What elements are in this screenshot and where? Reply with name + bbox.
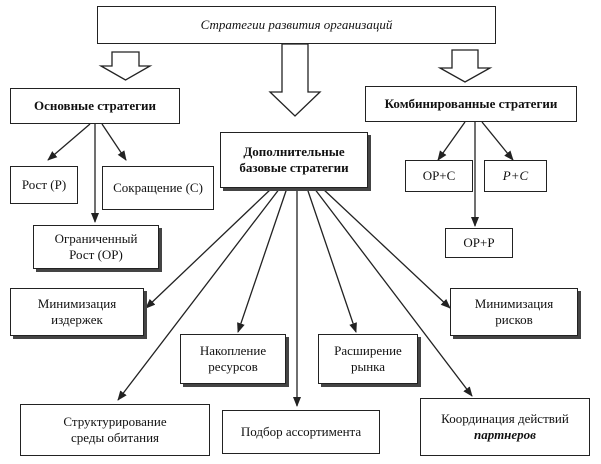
- additional-strategies-box: Дополнительные базовые стратегии: [220, 132, 368, 188]
- arrow-combined-to-opc: [437, 121, 466, 161]
- market-box: Расширение рынка: [318, 334, 418, 384]
- risk-min-box: Минимизация рисков: [450, 288, 578, 336]
- basic-strategies-label: Основные стратегии: [34, 97, 156, 113]
- resources-label-line1: Накопление: [199, 342, 267, 358]
- arrow-to-resources: [237, 187, 288, 333]
- arrow-basic-to-reduction: [101, 123, 127, 161]
- arrow-basic-to-growth: [47, 123, 91, 161]
- cost-min-box: Минимизация издержек: [10, 288, 144, 336]
- op-p-box: ОР+Р: [445, 228, 513, 258]
- structuring-label-line2: среды обитания: [70, 430, 160, 445]
- structuring-label-line1: Структурирование: [63, 413, 167, 429]
- hollow-arrow-to-additional: [268, 43, 322, 117]
- coordination-box: Координация действий партнеров: [420, 398, 590, 456]
- resources-box: Накопление ресурсов: [180, 334, 286, 384]
- combined-strategies-label: Комбинированные стратегии: [384, 95, 558, 111]
- diagram-title: Стратегии развития организаций: [200, 16, 393, 32]
- arrow-to-coordination: [313, 187, 473, 397]
- risk-min-label-line2: рисков: [495, 312, 533, 327]
- resources-label-line2: ресурсов: [208, 359, 258, 374]
- additional-strategies-label-line2: базовые стратегии: [239, 160, 349, 175]
- arrow-to-structuring: [117, 187, 281, 401]
- hollow-arrow-to-basic: [98, 51, 153, 81]
- cost-min-label-line2: издержек: [51, 312, 103, 327]
- reduction-box: Сокращение (С): [102, 166, 214, 210]
- arrow-to-risk-min: [321, 187, 451, 309]
- limited-growth-box: Ограниченный Рост (ОР): [33, 225, 159, 269]
- op-p-label: ОР+Р: [463, 234, 495, 250]
- op-c-label: ОР+С: [422, 167, 456, 183]
- arrow-to-cost-min: [145, 187, 273, 309]
- additional-strategies-label-line1: Дополнительные: [243, 143, 345, 159]
- combined-strategies-box: Комбинированные стратегии: [365, 86, 577, 122]
- limited-growth-label-line2: Рост (ОР): [69, 247, 123, 262]
- growth-label: Рост (Р): [21, 176, 67, 192]
- p-c-box: Р+С: [484, 160, 547, 192]
- assortment-box: Подбор ассортимента: [222, 410, 380, 454]
- limited-growth-label-line1: Ограниченный: [54, 230, 138, 246]
- arrow-to-market: [306, 187, 357, 333]
- title-box: Стратегии развития организаций: [97, 6, 496, 44]
- arrow-combined-to-pc: [481, 121, 514, 161]
- structuring-box: Структурирование среды обитания: [20, 404, 210, 456]
- basic-strategies-box: Основные стратегии: [10, 88, 180, 124]
- growth-box: Рост (Р): [10, 166, 78, 204]
- cost-min-label-line1: Минимизация: [37, 295, 117, 311]
- reduction-label: Сокращение (С): [113, 179, 203, 195]
- hollow-arrow-to-combined: [437, 49, 493, 83]
- coordination-label-line1: Координация действий: [441, 410, 569, 426]
- op-c-box: ОР+С: [405, 160, 473, 192]
- market-label-line1: Расширение: [334, 342, 402, 358]
- p-c-label: Р+С: [502, 167, 529, 183]
- assortment-label: Подбор ассортимента: [240, 423, 362, 439]
- coordination-label-line2: партнеров: [474, 427, 536, 442]
- risk-min-label-line1: Минимизация: [474, 295, 554, 311]
- market-label-line2: рынка: [350, 359, 386, 374]
